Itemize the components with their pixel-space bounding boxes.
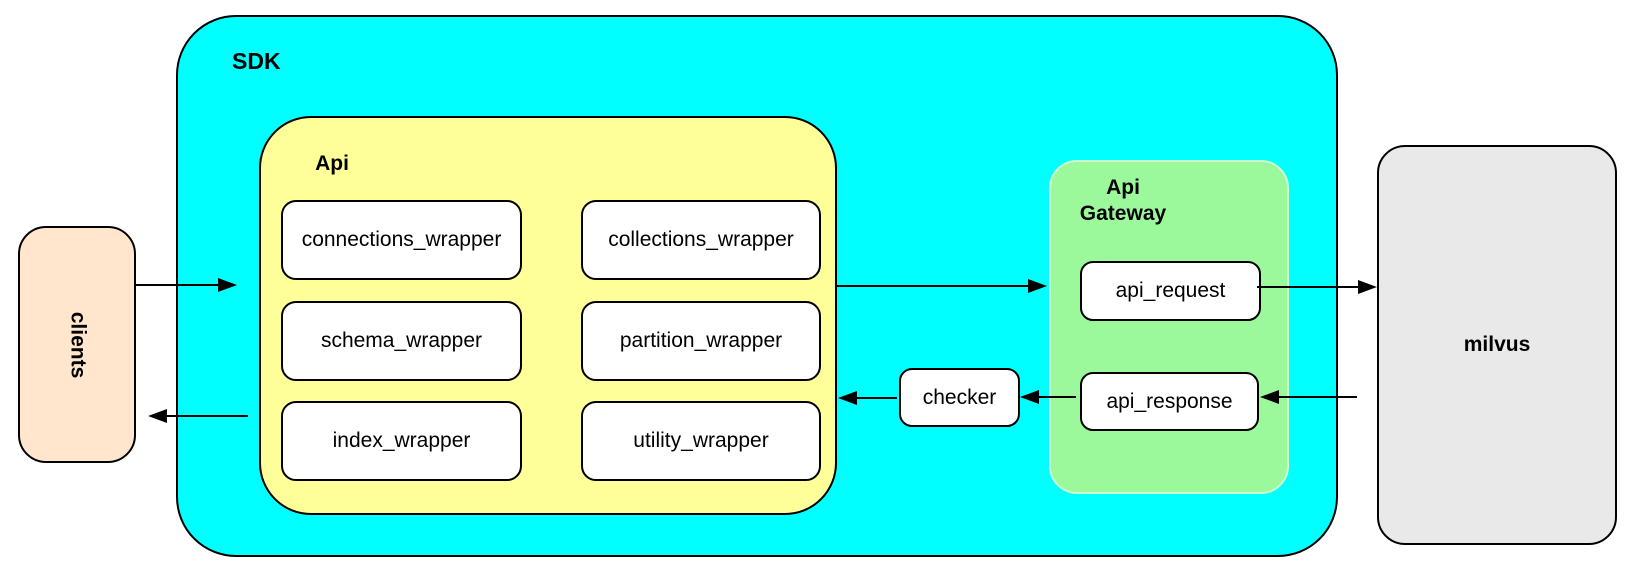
clients-label: clients — [66, 311, 89, 378]
partition-wrapper-node: partition_wrapper — [581, 301, 821, 381]
arrow-shaft — [136, 284, 223, 286]
arrow-head-icon — [1260, 390, 1279, 404]
checker-node: checker — [899, 368, 1020, 427]
api-gateway-label-line1: Api — [1106, 176, 1140, 199]
milvus-node: milvus — [1377, 145, 1617, 545]
arrow-shaft — [1274, 396, 1357, 398]
arrow-api-request-to-milvus — [1257, 280, 1377, 294]
arrow-milvus-to-api-response — [1260, 390, 1357, 404]
utility-wrapper-node: utility_wrapper — [581, 401, 821, 481]
arrow-shaft — [835, 285, 1033, 287]
clients-node: clients — [18, 226, 136, 463]
arrow-api-response-to-checker — [1020, 390, 1076, 404]
api-response-node: api_response — [1080, 372, 1259, 431]
arrow-head-icon — [1358, 280, 1377, 294]
arrow-head-icon — [218, 278, 237, 292]
arrow-checker-to-api-wrapper — [838, 391, 897, 405]
schema-wrapper-node: schema_wrapper — [281, 301, 522, 381]
api-gateway-container: Api Gateway api_request api_response — [1049, 160, 1289, 494]
arrow-shaft — [852, 397, 897, 399]
api-wrapper-container: Api Wrapper connections_wrapper collecti… — [259, 116, 837, 515]
arrow-shaft — [1257, 286, 1363, 288]
api-request-node: api_request — [1080, 261, 1261, 321]
collections-wrapper-node: collections_wrapper — [581, 200, 821, 280]
api-gateway-label-line2: Gateway — [1079, 202, 1167, 225]
connections-wrapper-node: connections_wrapper — [281, 200, 522, 280]
arrow-api-wrapper-to-clients — [148, 409, 248, 423]
arrow-shaft — [1034, 396, 1076, 398]
arrow-head-icon — [838, 391, 857, 405]
api-gateway-label: Api Gateway — [1069, 175, 1177, 227]
arrow-head-icon — [148, 409, 167, 423]
arrow-api-wrapper-to-api-gateway — [835, 279, 1047, 293]
api-wrapper-label-line1: Api — [315, 152, 349, 175]
arrow-clients-to-sdk — [136, 278, 237, 292]
arrow-head-icon — [1020, 390, 1039, 404]
arrow-head-icon — [1028, 279, 1047, 293]
arrow-shaft — [162, 415, 248, 417]
sdk-container: SDK Api Wrapper connections_wrapper coll… — [176, 15, 1338, 557]
sdk-label: SDK — [232, 48, 281, 74]
index-wrapper-node: index_wrapper — [281, 401, 522, 481]
